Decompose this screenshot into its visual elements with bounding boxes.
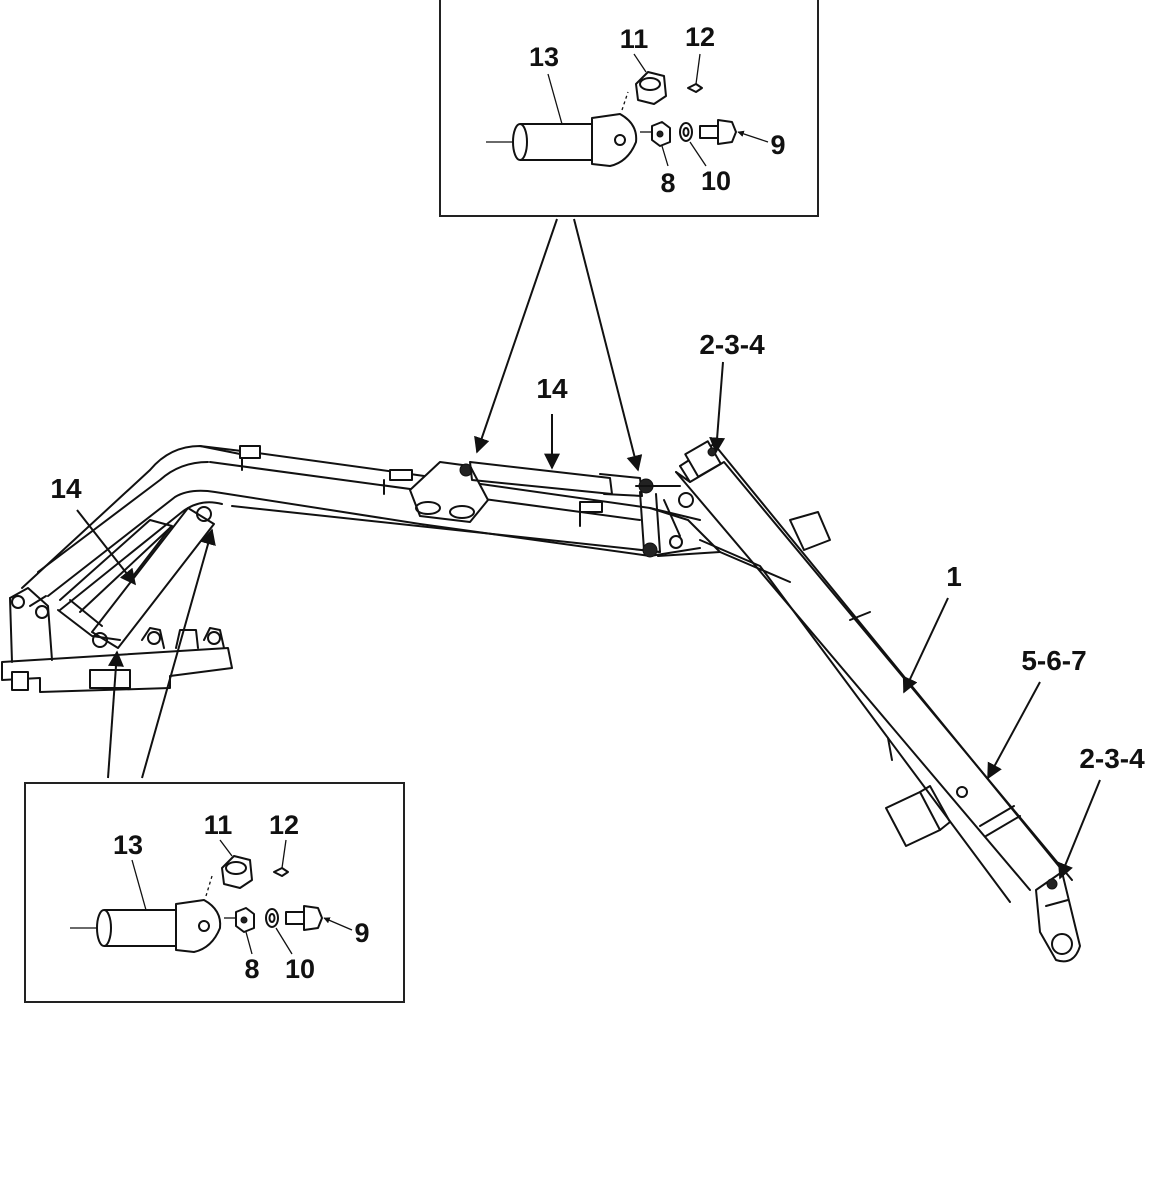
inset-top-fitting-11 [635,71,667,105]
inset-top-label-10: 10 [701,166,731,196]
inset-bottom-label-12: 12 [269,810,299,840]
leader-lines [76,218,1101,880]
inset-bottom-fitting-12 [273,867,289,877]
inset-bottom-fitting-11 [221,855,253,889]
leader-234-top [709,361,726,454]
inset-top-leader-8 [661,145,669,167]
inset-bottom-pin [70,875,222,953]
inset-bottom-leader-11 [219,839,233,857]
inset-bottom-label-10: 10 [285,954,315,984]
inset-top-label-12: 12 [685,22,715,52]
base-frame [1,587,233,693]
inset-bottom-leader-13 [131,859,147,911]
inset-bottom-leader-9 [323,917,353,931]
inset-bottom-hardware [235,905,323,933]
leader-bottom-inset-left [107,650,124,779]
leader-top-inset-right [573,218,643,472]
inset-top-leader-10 [689,141,707,167]
boom-beam [21,445,791,641]
arm-cylinder-top [409,461,694,558]
inset-top-hardware [651,119,737,147]
arm-assembly [675,440,1081,963]
inset-top-label-8: 8 [660,168,675,198]
callout-arm-lower: 5-6-7 [1021,645,1086,676]
inset-top-leader-11 [633,53,647,73]
inset-top-label-9: 9 [770,130,785,160]
inset-bottom-leader-10 [275,927,293,955]
inset-bottom-leader-8 [245,931,253,955]
callout-boom-cylinder-top: 14 [536,373,568,404]
inset-bottom: 13 11 12 9 8 10 [24,782,405,1003]
leader-1 [902,597,949,694]
inset-top-pin [486,91,638,167]
inset-top-leader-12 [695,53,701,85]
inset-top: 13 11 12 9 8 10 [439,0,819,217]
leader-top-inset-left [474,218,558,454]
boom-assembly [1,445,791,693]
inset-top-label-13: 13 [529,42,559,72]
leader-bottom-inset-right [141,528,216,779]
callout-boom-cylinder-left: 14 [50,473,82,504]
inset-top-leader-9 [737,130,769,143]
callout-arm: 1 [946,561,962,592]
leader-14-left [76,509,136,586]
inset-top-leader-13 [547,73,563,125]
leader-234-tip [1058,779,1101,880]
inset-bottom-label-9: 9 [354,918,369,948]
callout-arm-tip-pin: 2-3-4 [1079,743,1145,774]
inset-top-fitting-12 [687,83,703,93]
callout-labels: 14 14 2-3-4 1 5-6-7 2-3-4 [50,329,1145,774]
inset-bottom-label-8: 8 [244,954,259,984]
leader-567 [987,681,1041,780]
inset-bottom-label-11: 11 [204,810,233,840]
boom-cylinder-left [59,506,215,649]
inset-bottom-frame [24,782,405,1003]
inset-top-label-11: 11 [620,24,649,54]
inset-bottom-label-13: 13 [113,830,143,860]
inset-top-frame [439,0,819,217]
inset-bottom-leader-12 [281,839,287,869]
callout-arm-top-pin: 2-3-4 [699,329,765,360]
